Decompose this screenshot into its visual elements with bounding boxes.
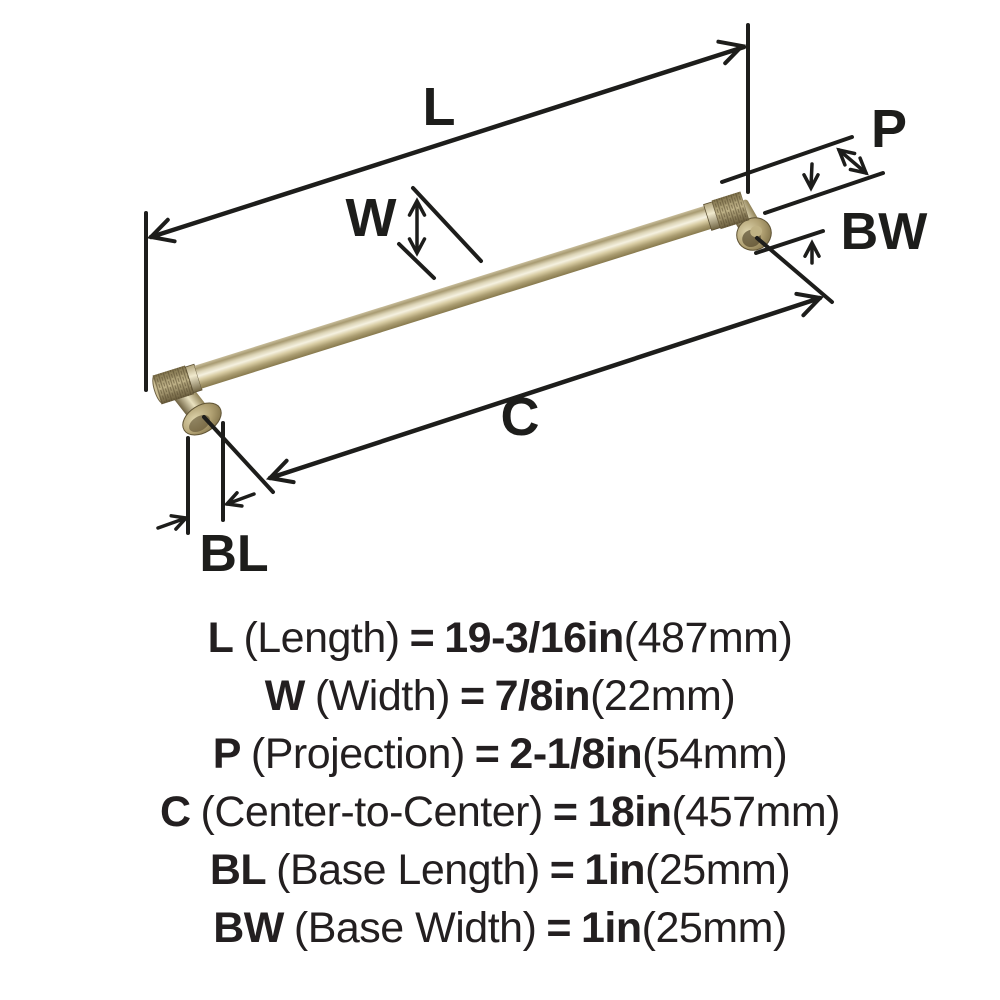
legend-name: (Base Width) [293,904,537,952]
legend-value: 19-3/16in [444,614,624,662]
legend-metric: (457mm) [671,788,841,836]
label-L: L [423,77,456,137]
legend-abbr: BL [209,846,267,894]
legend-abbr: C [159,788,191,836]
dimension-center-to-center [202,236,834,494]
legend-equals: = [459,672,485,720]
legend-metric: (25mm) [641,904,788,952]
legend-value: 1in [581,904,642,952]
legend-equals: = [546,904,572,952]
legend-name: (Width) [314,672,451,720]
label-P: P [871,99,907,159]
legend-name: (Center-to-Center) [200,788,544,836]
legend-value: 18in [587,788,672,836]
legend-value: 1in [584,846,646,894]
legend-equals: = [474,730,500,778]
legend-name: (Length) [243,614,400,662]
legend-metric: (54mm) [642,730,788,778]
legend-equals: = [409,614,435,662]
label-W: W [346,188,397,248]
legend-abbr: BW [213,904,284,952]
legend-equals: = [552,788,578,836]
dimension-base-width [754,229,825,265]
dimension-projection [720,135,885,215]
legend-row-center-to-center: C(Center-to-Center)=18in(457mm) [0,783,1000,841]
dimension-legend: L(Length)=19-3/16in(487mm) W(Width)=7/8i… [0,609,1000,957]
legend-row-length: L(Length)=19-3/16in(487mm) [0,609,1000,667]
label-BW: BW [841,203,929,261]
handle [152,191,772,436]
dimension-length [144,23,750,392]
legend-row-projection: P(Projection)=2-1/8in(54mm) [0,725,1000,783]
legend-value: 2-1/8in [509,730,643,778]
label-BL: BL [199,525,268,583]
legend-metric: (22mm) [590,672,736,720]
legend-abbr: P [212,730,242,778]
handle-bar [152,191,750,405]
legend-metric: (487mm) [623,614,793,662]
legend-row-width: W(Width)=7/8in(22mm) [0,667,1000,725]
label-C: C [501,387,540,447]
dimension-width [397,186,483,280]
legend-name: (Base Length) [276,846,540,894]
legend-name: (Projection) [250,730,465,778]
legend-value: 7/8in [494,672,591,720]
dimension-base-length [156,421,256,535]
legend-equals: = [549,846,575,894]
legend-row-base-length: BL(Base Length)=1in(25mm) [0,841,1000,899]
legend-row-base-width: BW(Base Width)=1in(25mm) [0,899,1000,957]
legend-metric: (25mm) [645,846,791,894]
legend-abbr: W [264,672,306,720]
legend-abbr: L [207,614,234,662]
pull-handle-illustration: L W P BW C BL [144,23,929,583]
